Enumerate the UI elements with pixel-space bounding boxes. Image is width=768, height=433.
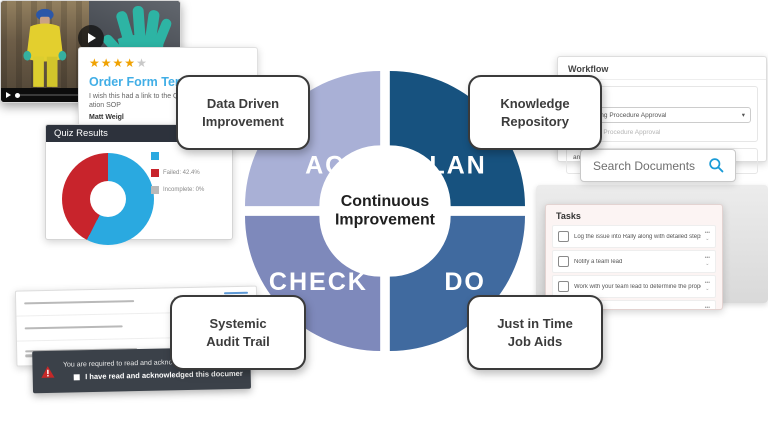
star-rating: ★★★★★ [79, 48, 257, 71]
more-options-icon[interactable]: •••⌄ [704, 305, 710, 310]
tasks-panel: Tasks Log the issue into Rally along wit… [545, 204, 723, 310]
task-row[interactable]: Log the issue into Rally along with deta… [552, 225, 716, 248]
label-do: DO [444, 268, 486, 296]
legend-label: Failed: 42.4% [163, 170, 200, 176]
star-icon: ★ [100, 56, 112, 70]
video-frame [1, 1, 180, 88]
quiz-legend: Failed: 42.4% Incomplete: 0% [151, 152, 204, 203]
legend-item: Failed: 42.4% [151, 169, 204, 177]
center-label-line1: Continuous [341, 193, 430, 210]
play-icon [87, 32, 96, 43]
progress-handle[interactable] [15, 92, 20, 98]
center-label-line2: Improvement [335, 212, 436, 229]
search-icon[interactable] [708, 157, 725, 174]
legend-swatch [151, 169, 159, 177]
callout-knowledge-repository: Knowledge Repository [468, 75, 602, 150]
workflow-helper-text: Marketing Procedure Approval [573, 129, 661, 136]
callout-systemic-audit-trail: Systemic Audit Trail [170, 295, 306, 370]
play-icon[interactable] [6, 92, 11, 98]
task-checkbox[interactable] [558, 256, 569, 267]
task-checkbox[interactable] [558, 231, 569, 242]
worker-figure [23, 8, 67, 87]
task-row[interactable]: Work with your team lead to determine th… [552, 275, 716, 298]
legend-swatch [151, 152, 159, 160]
review-body-line2: ation SOP [89, 102, 121, 110]
more-options-icon[interactable]: •••⌄ [704, 280, 710, 292]
warning-icon [41, 366, 55, 378]
task-checkbox[interactable] [558, 281, 569, 292]
tasks-title: Tasks [556, 211, 581, 221]
legend-swatch [151, 186, 159, 194]
legend-item [151, 152, 204, 160]
callout-just-in-time-job-aids: Just in Time Job Aids [467, 295, 603, 370]
pdca-cycle-diagram: ACT PLAN CHECK DO Continuous Improvement [245, 67, 525, 355]
progress-bar[interactable] [15, 92, 97, 98]
search-box[interactable]: Search Documents [580, 149, 736, 182]
acknowledge-checkbox[interactable] [73, 373, 80, 380]
quadrant-do [389, 215, 525, 351]
callout-data-driven-improvement: Data Driven Improvement [176, 75, 310, 150]
star-icon: ★ [112, 56, 124, 70]
label-act: ACT [305, 151, 362, 179]
star-icon: ★ [124, 56, 136, 70]
label-plan: PLAN [411, 151, 487, 179]
label-check: CHECK [269, 268, 368, 296]
review-body-line1: I wish this had a link to the Q [89, 93, 179, 100]
acknowledge-label: I have read and acknowledged this docume… [85, 368, 243, 382]
task-list: Log the issue into Rally along with deta… [552, 225, 716, 310]
more-options-icon[interactable]: •••⌄ [704, 255, 710, 267]
task-row[interactable]: Notify a team lead •••⌄ [552, 250, 716, 273]
quiz-donut-chart [62, 153, 154, 245]
quadrant-act [245, 71, 381, 207]
more-options-icon[interactable]: •••⌄ [704, 230, 710, 242]
survey-question-text [24, 298, 135, 307]
audit-section: You are required to read and acknowledge… [13, 283, 267, 400]
legend-item: Incomplete: 0% [151, 186, 204, 194]
star-icon: ★ [136, 56, 147, 70]
video-frame-worker [1, 1, 89, 88]
quadrant-check [245, 215, 381, 351]
task-label: Log the issue into Rally along with deta… [574, 233, 701, 240]
search-input[interactable]: Search Documents [593, 158, 696, 173]
star-icon: ★ [89, 56, 100, 70]
workflow-title: Workflow [558, 57, 766, 80]
task-label: Work with your team lead to determine th… [574, 283, 701, 290]
play-button[interactable] [77, 24, 104, 51]
quiz-results-card: Quiz Results Failed: 42.4%Incomplete: 0% [45, 124, 233, 245]
review-author: Matt Weigl [89, 114, 124, 121]
survey-question-text [24, 323, 123, 332]
chevron-down-icon: ▾ [741, 112, 745, 119]
quadrant-plan [389, 71, 525, 207]
task-label: Notify a team lead [574, 258, 623, 265]
acknowledge-banner: You are required to read and acknowledge… [32, 346, 252, 394]
legend-label: Incomplete: 0% [163, 187, 205, 193]
